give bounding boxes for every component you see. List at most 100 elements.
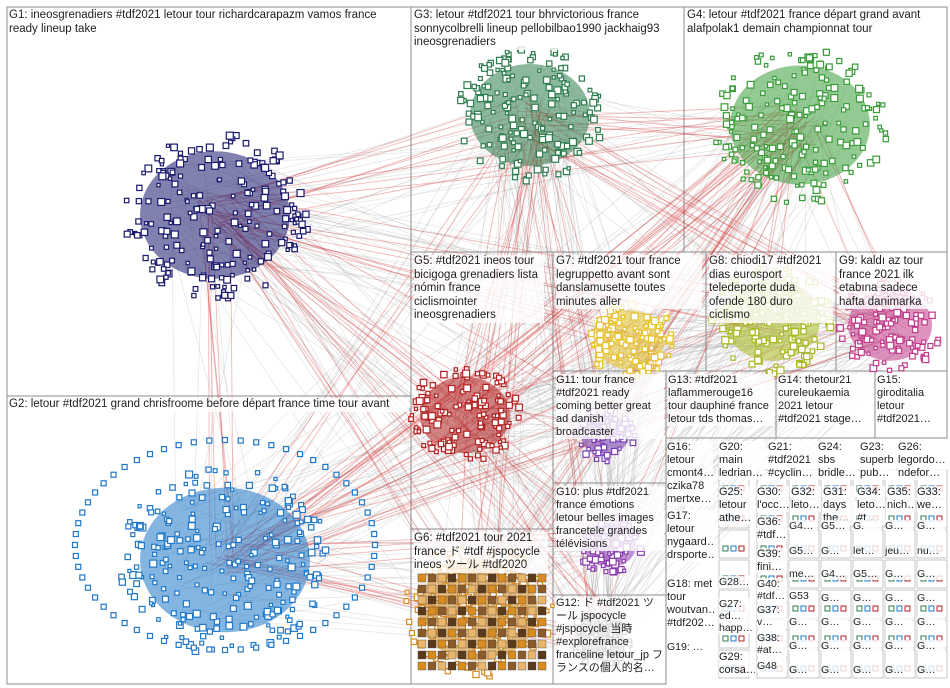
edge-highlight bbox=[244, 131, 787, 553]
node bbox=[123, 197, 130, 204]
node bbox=[609, 568, 617, 576]
node bbox=[515, 403, 524, 412]
node bbox=[927, 342, 934, 350]
edge-highlight bbox=[492, 101, 528, 607]
node bbox=[850, 332, 856, 337]
node bbox=[477, 420, 484, 426]
node bbox=[198, 163, 206, 171]
node bbox=[224, 261, 231, 268]
node bbox=[313, 543, 320, 550]
node bbox=[219, 161, 226, 169]
node bbox=[800, 323, 807, 330]
node bbox=[648, 345, 655, 351]
small-group-label: G5… bbox=[853, 568, 881, 580]
node bbox=[520, 82, 527, 89]
small-group-label: G… bbox=[853, 640, 881, 652]
node bbox=[428, 444, 436, 452]
node bbox=[246, 219, 252, 225]
node bbox=[873, 345, 878, 351]
node bbox=[872, 326, 881, 335]
node bbox=[497, 639, 507, 649]
node bbox=[313, 536, 322, 544]
node bbox=[522, 177, 530, 185]
node bbox=[311, 516, 318, 524]
node bbox=[404, 589, 410, 595]
node bbox=[467, 606, 477, 616]
node bbox=[658, 338, 663, 343]
node bbox=[100, 603, 107, 610]
node bbox=[571, 110, 577, 115]
node bbox=[75, 520, 82, 527]
node bbox=[309, 600, 316, 608]
node bbox=[803, 143, 810, 150]
node bbox=[738, 635, 745, 642]
node bbox=[91, 594, 99, 601]
node bbox=[282, 215, 290, 223]
small-group-label: G… bbox=[885, 640, 913, 652]
node bbox=[136, 523, 144, 530]
node bbox=[149, 559, 158, 568]
node bbox=[484, 83, 492, 91]
node bbox=[739, 114, 746, 122]
small-group-label: G. bbox=[853, 520, 881, 532]
node bbox=[196, 145, 203, 153]
node bbox=[133, 626, 140, 634]
node bbox=[551, 67, 556, 72]
node bbox=[566, 166, 571, 171]
node bbox=[215, 283, 221, 289]
node bbox=[158, 172, 167, 181]
node bbox=[544, 134, 553, 143]
node bbox=[492, 446, 500, 454]
node bbox=[166, 517, 173, 525]
node bbox=[182, 638, 190, 645]
small-group-box bbox=[718, 529, 750, 559]
node bbox=[497, 573, 507, 583]
node bbox=[586, 446, 591, 452]
group-label-g40: G40: #tdf… bbox=[757, 578, 787, 602]
node bbox=[824, 605, 831, 612]
node bbox=[261, 187, 270, 195]
node bbox=[669, 344, 675, 349]
node bbox=[163, 227, 171, 235]
node bbox=[75, 563, 82, 570]
node bbox=[914, 342, 921, 349]
node bbox=[487, 573, 497, 583]
group-label-g13: G13: #tdf2021 laflammerouge16 tour dauph… bbox=[668, 374, 774, 426]
node bbox=[496, 432, 502, 438]
node bbox=[410, 638, 418, 646]
small-group-label: G… bbox=[917, 520, 945, 532]
node bbox=[190, 644, 197, 651]
node bbox=[247, 254, 253, 260]
node bbox=[276, 634, 282, 640]
node bbox=[235, 536, 242, 544]
node bbox=[276, 554, 283, 562]
node bbox=[281, 483, 288, 490]
node bbox=[511, 148, 516, 153]
node bbox=[167, 536, 176, 545]
node bbox=[766, 81, 774, 89]
node bbox=[781, 83, 788, 90]
node bbox=[629, 439, 637, 447]
node bbox=[165, 198, 171, 204]
node bbox=[262, 282, 269, 289]
node bbox=[259, 499, 266, 506]
node bbox=[512, 167, 520, 175]
node bbox=[555, 112, 562, 119]
node bbox=[751, 338, 756, 343]
node bbox=[296, 529, 303, 535]
node bbox=[72, 530, 79, 538]
small-group-label: G… bbox=[917, 616, 945, 628]
node bbox=[248, 621, 254, 627]
node bbox=[455, 428, 462, 434]
node bbox=[289, 606, 296, 613]
node bbox=[146, 450, 154, 458]
node bbox=[539, 135, 547, 144]
node bbox=[416, 385, 422, 391]
node bbox=[225, 496, 231, 502]
group-label-g11: G11: tour france #tdf2021 ready coming b… bbox=[556, 374, 664, 439]
node bbox=[294, 538, 301, 545]
node bbox=[289, 217, 294, 223]
edge-highlight bbox=[457, 415, 618, 627]
node bbox=[800, 328, 807, 335]
node bbox=[497, 595, 507, 605]
